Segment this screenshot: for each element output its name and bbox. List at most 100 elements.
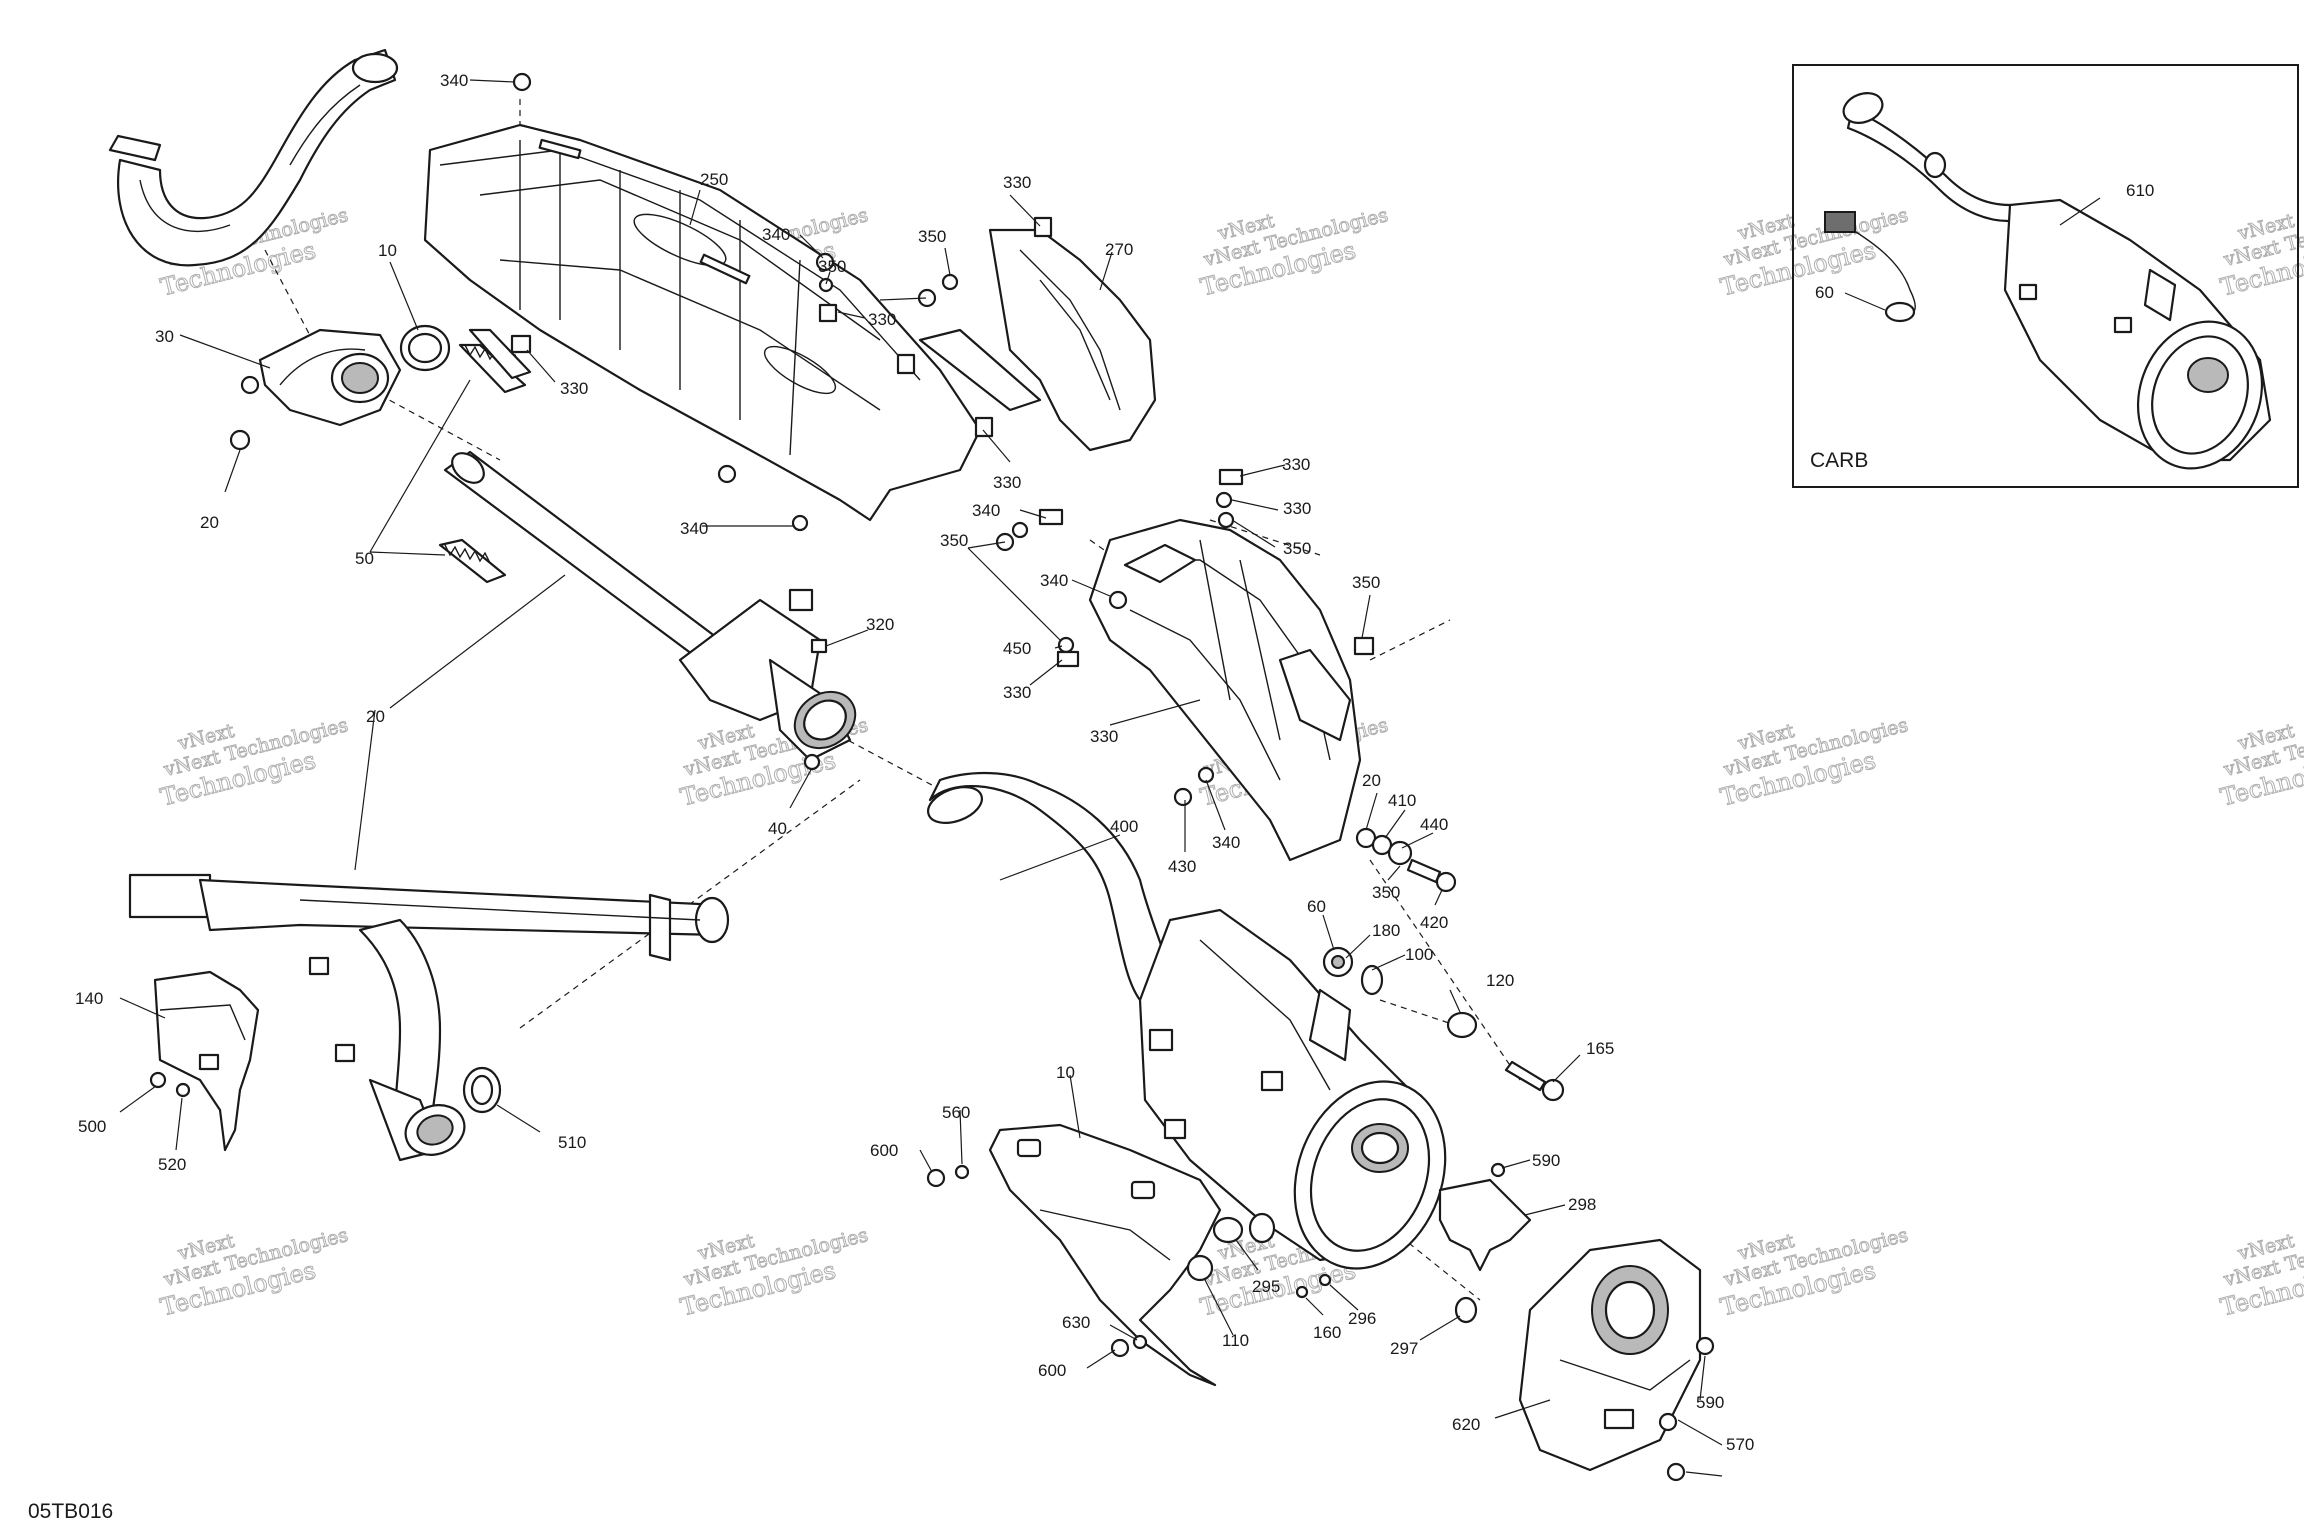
washer <box>954 1164 970 1180</box>
callout-350: 350 <box>918 227 946 246</box>
spacer <box>1360 964 1384 996</box>
mid-pipe <box>443 450 857 762</box>
callout-330: 330 <box>868 310 896 329</box>
clip <box>1038 508 1064 526</box>
washer <box>175 1082 191 1098</box>
watermark: vNext vNext Technologies Technologies <box>677 1224 871 1323</box>
assembly-line <box>1369 859 1521 1081</box>
inset-label: CARB <box>1810 449 1868 472</box>
clip <box>1056 650 1080 668</box>
heat-shield-bracket <box>918 228 1157 452</box>
assembly-line <box>1369 619 1451 661</box>
callout-100: 180 <box>1372 921 1400 940</box>
callout-340: 340 <box>680 519 708 538</box>
callout-620: 590 <box>1696 1393 1724 1412</box>
watermark: vNext vNext Technologies Technologies <box>1717 1224 1911 1323</box>
callout-250: 250 <box>700 170 728 189</box>
callout-350: 450 <box>1003 639 1031 658</box>
inset-bracket <box>2143 268 2177 322</box>
inset-leader <box>1844 292 1886 311</box>
callout-40: 20 <box>366 707 385 726</box>
leader-lines <box>119 79 1723 1477</box>
inset-sensor-port <box>1923 151 1947 179</box>
bolt-head <box>149 1071 167 1089</box>
callout-440: 410 <box>1388 791 1416 810</box>
callout-560: 10 <box>1056 1063 1075 1082</box>
assembly-line <box>1279 1139 1481 1301</box>
callout-330: 350 <box>1352 573 1380 592</box>
clip <box>896 353 916 375</box>
washer <box>818 277 834 293</box>
nut <box>803 753 821 771</box>
muffler <box>927 771 1447 1270</box>
callout-165: 120 <box>1486 971 1514 990</box>
clip <box>1218 468 1244 486</box>
watermark: vNext vNext Technologies Technologies <box>1717 204 1911 303</box>
washer <box>1057 636 1075 654</box>
bolt-head <box>815 252 835 272</box>
gasket-ring-inner <box>470 1074 494 1106</box>
callout-330: 330 <box>1003 173 1031 192</box>
bolt-head <box>1541 1078 1565 1102</box>
spring-set <box>438 328 532 584</box>
bolt-head <box>926 1168 946 1188</box>
callout-350: 340 <box>1212 833 1240 852</box>
screw <box>1666 1462 1686 1482</box>
bolt-shaft <box>1504 1060 1547 1092</box>
callout-297: 296 <box>1348 1309 1376 1328</box>
callout-410: 20 <box>1362 771 1381 790</box>
inset-outlet <box>2187 357 2229 393</box>
screw <box>1658 1412 1678 1432</box>
lower-flange-bore <box>416 1114 454 1146</box>
callout-50: 50 <box>355 549 374 568</box>
callout-500: 140 <box>75 989 103 1008</box>
assembly-line <box>264 249 316 346</box>
callout-590: 600 <box>1038 1361 1066 1380</box>
callout-450: 340 <box>1040 571 1068 590</box>
bolt-head <box>1173 787 1193 807</box>
grommet <box>1212 1216 1244 1244</box>
callout-430: 440 <box>1420 815 1448 834</box>
callout-296: 160 <box>1313 1323 1341 1342</box>
bolt-head <box>1110 1338 1130 1358</box>
washer <box>1446 1011 1478 1039</box>
watermark: vNext vNext Technologies Technologies <box>157 714 351 813</box>
bolt-shaft <box>1406 858 1442 884</box>
callout-340: 340 <box>762 225 790 244</box>
callout-295: 298 <box>1568 1195 1596 1214</box>
clip <box>974 416 994 438</box>
spark-arrestor-cap <box>1518 1238 1702 1472</box>
callout-330: 330 <box>560 379 588 398</box>
callout-140: 165 <box>1586 1039 1614 1058</box>
callout-30: 30 <box>155 327 174 346</box>
bolt-head <box>1435 871 1457 893</box>
washer <box>1215 491 1233 509</box>
callout-630: 297 <box>1390 1339 1418 1358</box>
callout-570: 620 <box>1452 1415 1480 1434</box>
bolt-head <box>717 464 737 484</box>
callout-330: 330 <box>993 473 1021 492</box>
nut <box>1318 1273 1332 1287</box>
nut <box>1490 1162 1506 1178</box>
bolt-head <box>512 72 532 92</box>
watermark: vNext vNext Technologies Technologies <box>2217 714 2304 813</box>
inset-pipe-end <box>1842 92 1884 124</box>
watermark: vNext vNext Technologies Technologies <box>1717 714 1911 813</box>
header-flange-elbow <box>258 328 402 427</box>
callout-350: 350 <box>818 257 846 276</box>
carb-inset <box>1792 64 2299 488</box>
callout-180: 60 <box>1307 897 1326 916</box>
muffler-bracket <box>1438 1178 1532 1272</box>
assembly-line <box>1209 519 1321 556</box>
washer <box>1132 1334 1148 1350</box>
clip <box>1033 216 1053 238</box>
callout-340: 350 <box>940 531 968 550</box>
callout-10: 510 <box>558 1133 586 1152</box>
nut <box>1295 1285 1309 1299</box>
watermark: vNext vNext Technologies Technologies <box>2217 204 2304 303</box>
nut <box>810 638 828 654</box>
gasket-ring <box>399 324 451 372</box>
callout-60: 610 <box>2126 181 2154 200</box>
callout-600: 560 <box>942 1103 970 1122</box>
